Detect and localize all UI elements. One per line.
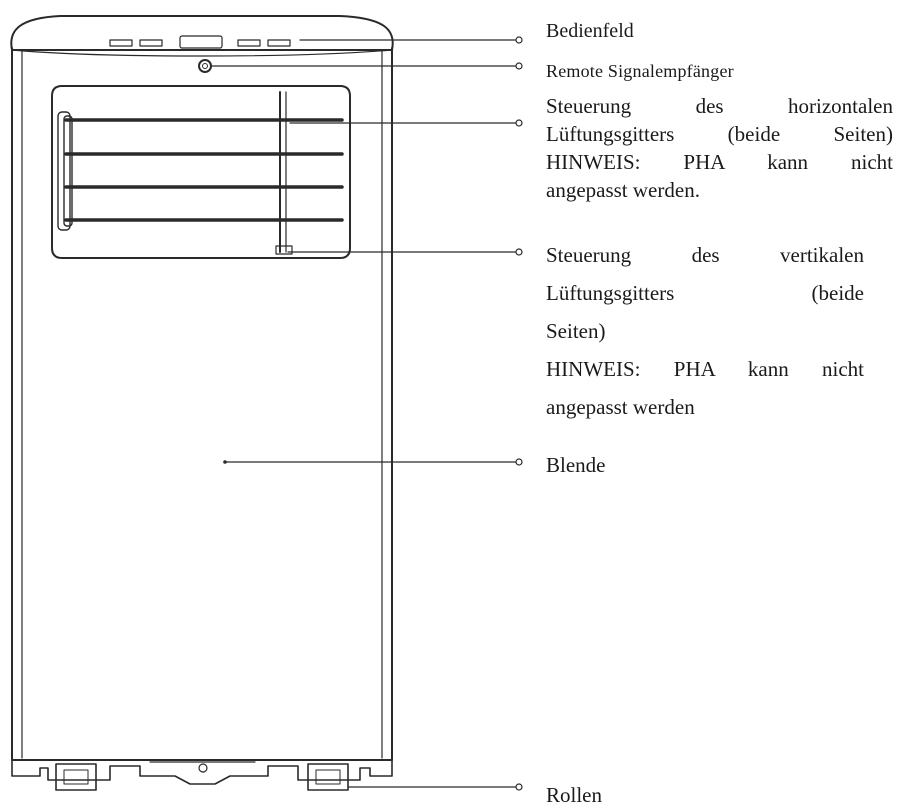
- control-panel-button: [139, 39, 163, 47]
- label-line: Steuerung des vertikalen: [546, 243, 864, 267]
- louver-frame: [51, 85, 351, 259]
- label-line: Seiten): [546, 319, 606, 343]
- top-cap-lower-edge: [11, 49, 393, 57]
- label-bedienfeld: Bedienfeld: [546, 20, 634, 42]
- label-line: angepasst werden: [546, 395, 695, 419]
- louver-left-pivots: [57, 111, 73, 231]
- label-line: Lüftungsgitters (beide: [546, 281, 864, 305]
- unit-body: [11, 47, 393, 761]
- leader-lines: [210, 39, 517, 788]
- horizontal-louvers: [64, 118, 344, 222]
- vertical-louver-handle: [275, 245, 293, 255]
- top-cap: [10, 15, 394, 51]
- label-line: Steuerung des horizontalen: [546, 94, 893, 118]
- label-remote-receiver: Remote Signalempfänger: [546, 61, 734, 81]
- roller-left: [55, 763, 97, 791]
- control-panel-display: [179, 35, 223, 49]
- control-panel-button: [237, 39, 261, 47]
- label-line: HINWEIS: PHA kann nicht: [546, 150, 893, 174]
- control-panel-button: [109, 39, 133, 47]
- leader-end-points: [515, 36, 523, 791]
- control-panel-button: [267, 39, 291, 47]
- label-line: HINWEIS: PHA kann nicht: [546, 357, 864, 381]
- label-rollen: Rollen: [546, 783, 602, 807]
- label-blende: Blende: [546, 453, 606, 477]
- base-rollers: [11, 759, 393, 791]
- label-vertical-louver: Steuerung des vertikalen Lüftungsgitters…: [546, 236, 864, 426]
- control-panel: [109, 35, 291, 49]
- roller-right: [307, 763, 349, 791]
- label-line: angepasst werden.: [546, 178, 700, 202]
- leader-start-point: [223, 460, 227, 464]
- remote-receiver-icon: [198, 59, 212, 73]
- label-line: Lüftungsgitters (beide Seiten): [546, 122, 893, 146]
- label-horizontal-louver: Steuerung des horizontalen Lüftungsgitte…: [546, 92, 893, 204]
